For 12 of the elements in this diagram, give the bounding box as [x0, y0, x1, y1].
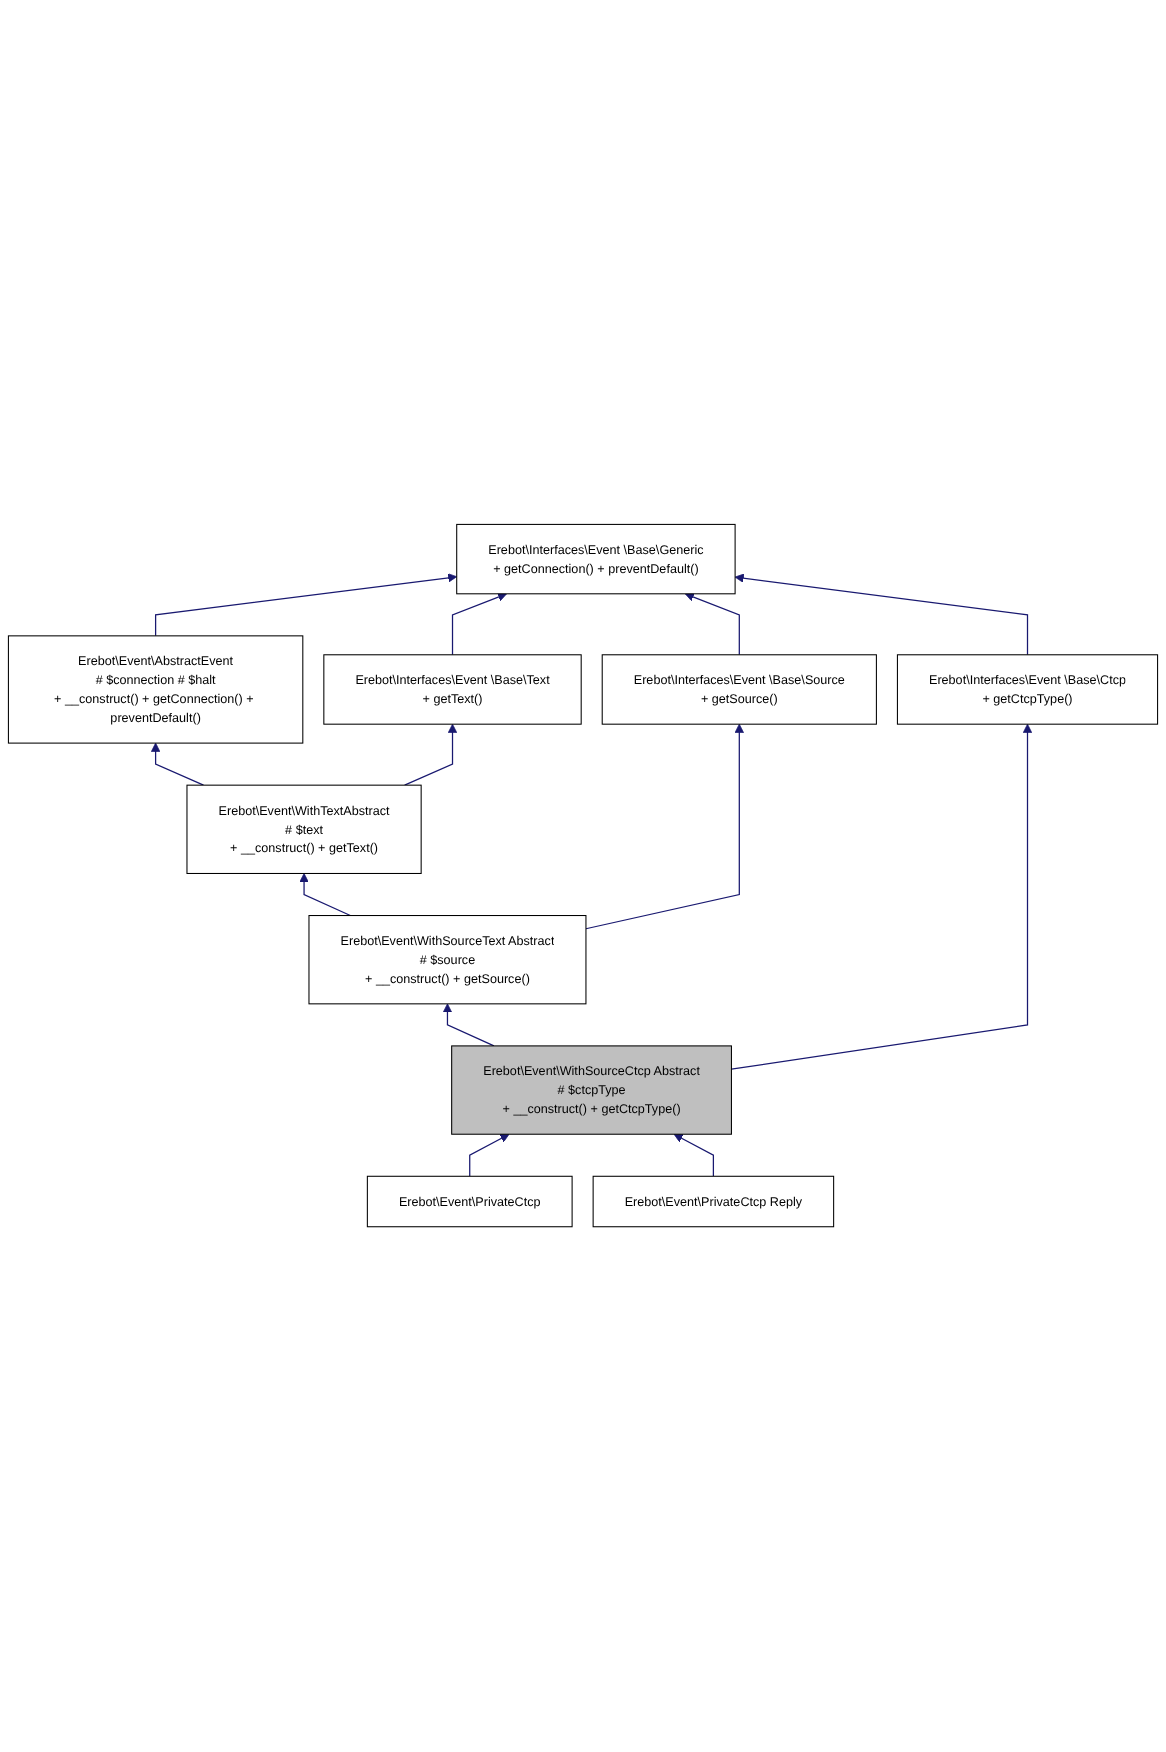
arrow: [673, 1134, 714, 1178]
arrow: [585, 724, 744, 930]
arrow: [469, 1134, 510, 1178]
arrow: [442, 1003, 495, 1047]
arrow: [404, 724, 458, 787]
arrow: [299, 873, 351, 917]
arrow: [734, 573, 1029, 656]
arrow: [151, 743, 205, 787]
arrow: [730, 724, 1033, 1071]
arrow: [684, 592, 740, 656]
arrow: [451, 592, 508, 656]
arrow: [155, 573, 458, 637]
